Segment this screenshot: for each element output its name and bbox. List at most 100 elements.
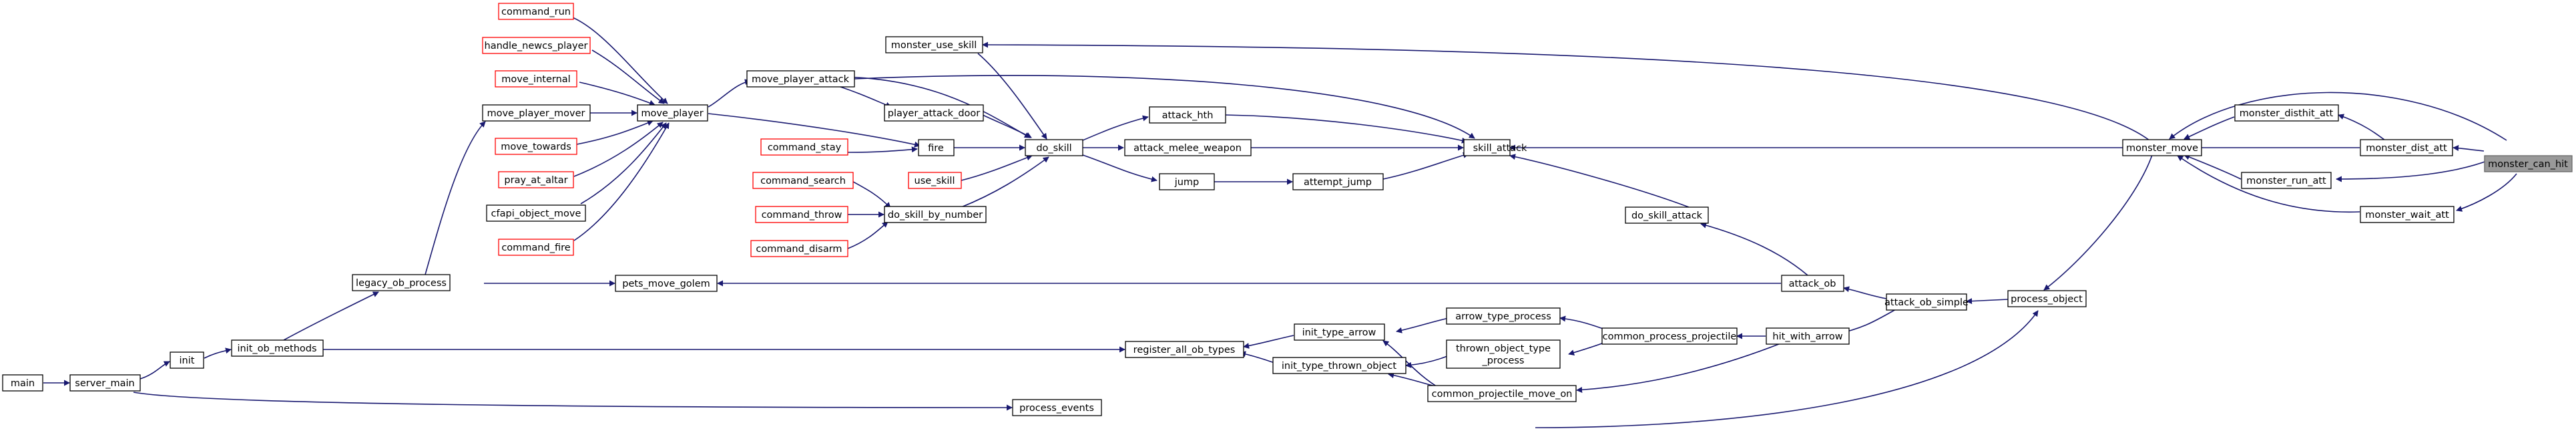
node-monster-disthit-att[interactable]: monster_disthit_att [2234,104,2339,122]
node-label: monster_can_hit [2488,159,2568,170]
node-label: monster_dist_att [2366,143,2447,154]
edge-monster-run-att-monster-move [2183,154,2242,180]
node-arrow-type-process[interactable]: arrow_type_process [1446,307,1561,325]
node-init-type-thrown-object[interactable]: init_type_thrown_object [1272,357,1406,374]
node-do-skill-by-number[interactable]: do_skill_by_number [884,206,987,223]
node-process-object[interactable]: process_object [2007,290,2087,307]
node-use-skill[interactable]: use_skill [908,172,962,189]
node-hit-with-arrow[interactable]: hit_with_arrow [1766,327,1850,345]
edge-command-search-do-skill-by-number [852,181,891,208]
node-label: init_ob_methods [237,343,316,354]
edge-legacy-ob-process-move-player-mover [425,121,486,275]
node-label: command_run [501,7,571,17]
node-common-process-projectile[interactable]: common_process_projectile [1601,327,1738,345]
node-label: move_internal [501,74,570,85]
node-monster-wait-att[interactable]: monster_wait_att [2360,206,2455,223]
node-label: do_skill [1036,143,1071,154]
edge-move-internal-move-player [579,82,656,106]
node-main[interactable]: main [2,374,43,392]
edge-attack-ob-do-skill-attack [1700,222,1808,276]
node-init-type-arrow[interactable]: init_type_arrow [1294,323,1385,341]
edge-monster-can-hit-monster-wait-att [2456,173,2517,212]
node-handle-newcs-player[interactable]: handle_newcs_player [482,37,591,54]
node-label: hit_with_arrow [1772,331,1842,342]
edge-common-process-projectile-arrow-type-process [1559,315,1609,331]
edge-do-skill-jump [1082,154,1157,182]
node-server-main[interactable]: server_main [69,374,141,392]
node-cfapi-object-move[interactable]: cfapi_object_move [486,204,586,222]
node-command-throw[interactable]: command_throw [755,206,848,223]
edge-move-player-attack-skill-attack [854,75,1475,139]
node-label: player_attack_door [888,108,981,119]
node-label: command_disarm [756,244,842,255]
node-label: move_player [641,108,703,119]
node-command-disarm[interactable]: command_disarm [750,240,848,257]
node-process-events[interactable]: process_events [1012,399,1102,416]
node-pets-move-golem[interactable]: pets_move_golem [615,275,718,292]
node-label: attack_hth [1162,110,1214,121]
node-monster-move[interactable]: monster_move [2122,139,2202,156]
node-label: move_player_mover [487,108,585,119]
node-attack-ob-simple[interactable]: attack_ob_simple [1884,293,1969,311]
node-move-player-mover[interactable]: move_player_mover [482,104,591,122]
node-label: command_fire [501,243,570,253]
edge-init-type-arrow-register-all-ob-types [1243,335,1294,349]
node-label: command_throw [762,210,842,221]
edge-hit-with-arrow-common-projectile-move-on [1576,342,1783,393]
node-player-attack-door[interactable]: player_attack_door [884,104,984,122]
edge-process-object-attack-ob-simple [1966,298,2009,305]
node-label: command_search [760,176,846,186]
edge-monster-disthit-att-monster-move [2183,116,2235,140]
node-attempt-jump[interactable]: attempt_jump [1292,173,1384,190]
node-label: command_stay [768,142,842,153]
node-jump[interactable]: jump [1159,173,1215,190]
node-init[interactable]: init [170,351,204,369]
call-edges [43,15,2517,428]
edge-process-events-process-object [1535,310,2039,428]
node-skill-attack[interactable]: skill_attack [1463,139,1527,156]
edge-pray-at-altar-move-player [573,122,664,177]
node-command-fire[interactable]: command_fire [498,239,574,256]
node-label: monster_disthit_att [2240,108,2334,119]
node-label: jump [1174,177,1200,188]
node-init-ob-methods[interactable]: init_ob_methods [231,339,324,357]
edge-move-player-attack-player-attack-door [834,84,892,108]
node-label: init_type_thrown_object [1282,361,1397,372]
node-do-skill-attack[interactable]: do_skill_attack [1625,206,1709,224]
edge-do-skill-by-number-do-skill [961,156,1049,208]
edge-monster-move-process-object [2043,154,2153,291]
node-label: skill_attack [1473,143,1527,154]
node-do-skill[interactable]: do_skill [1025,139,1083,156]
edge-do-skill-attack-skill-attack [1509,154,1690,208]
node-command-stay[interactable]: command_stay [760,138,848,156]
node-common-projectile-move-on[interactable]: common_projectile_move_on [1427,385,1577,402]
node-monster-can-hit[interactable]: monster_can_hit [2484,155,2573,172]
node-label: legacy_ob_process [356,278,447,289]
node-legacy-ob-process[interactable]: legacy_ob_process [352,274,451,291]
node-fire[interactable]: fire [918,139,955,156]
edge-arrow-type-process-init-type-arrow [1396,317,1449,333]
node-label: main [11,378,35,389]
node-label: move_player_attack [752,74,850,85]
node-label: move_towards [501,142,571,152]
node-command-search[interactable]: command_search [752,172,854,189]
node-monster-use-skill[interactable]: monster_use_skill [885,36,983,53]
node-move-towards[interactable]: move_towards [495,138,577,155]
node-move-player-attack[interactable]: move_player_attack [746,70,855,88]
node-label: process_object [2011,294,2083,305]
node-move-internal[interactable]: move_internal [495,70,577,88]
node-monster-dist-att[interactable]: monster_dist_att [2360,139,2453,156]
node-monster-run-att[interactable]: monster_run_att [2241,172,2332,189]
node-label: init [180,355,195,366]
node-command-run[interactable]: command_run [498,3,574,20]
edge-init-type-thrown-object-register-all-ob-types [1240,351,1277,364]
node-label: monster_move [2126,143,2198,154]
node-attack-hth[interactable]: attack_hth [1149,106,1226,124]
node-attack-melee-weapon[interactable]: attack_melee_weapon [1124,139,1252,156]
node-move-player[interactable]: move_player [637,104,708,122]
node-attack-ob[interactable]: attack_ob [1781,275,1844,292]
node-register-all-ob-types[interactable]: register_all_ob_types [1125,341,1244,358]
edge-attack-ob-simple-attack-ob [1843,286,1887,299]
node-pray-at-altar[interactable]: pray_at_altar [498,171,574,188]
node-thrown-object-type-process[interactable]: thrown_object_type _process [1446,339,1561,369]
